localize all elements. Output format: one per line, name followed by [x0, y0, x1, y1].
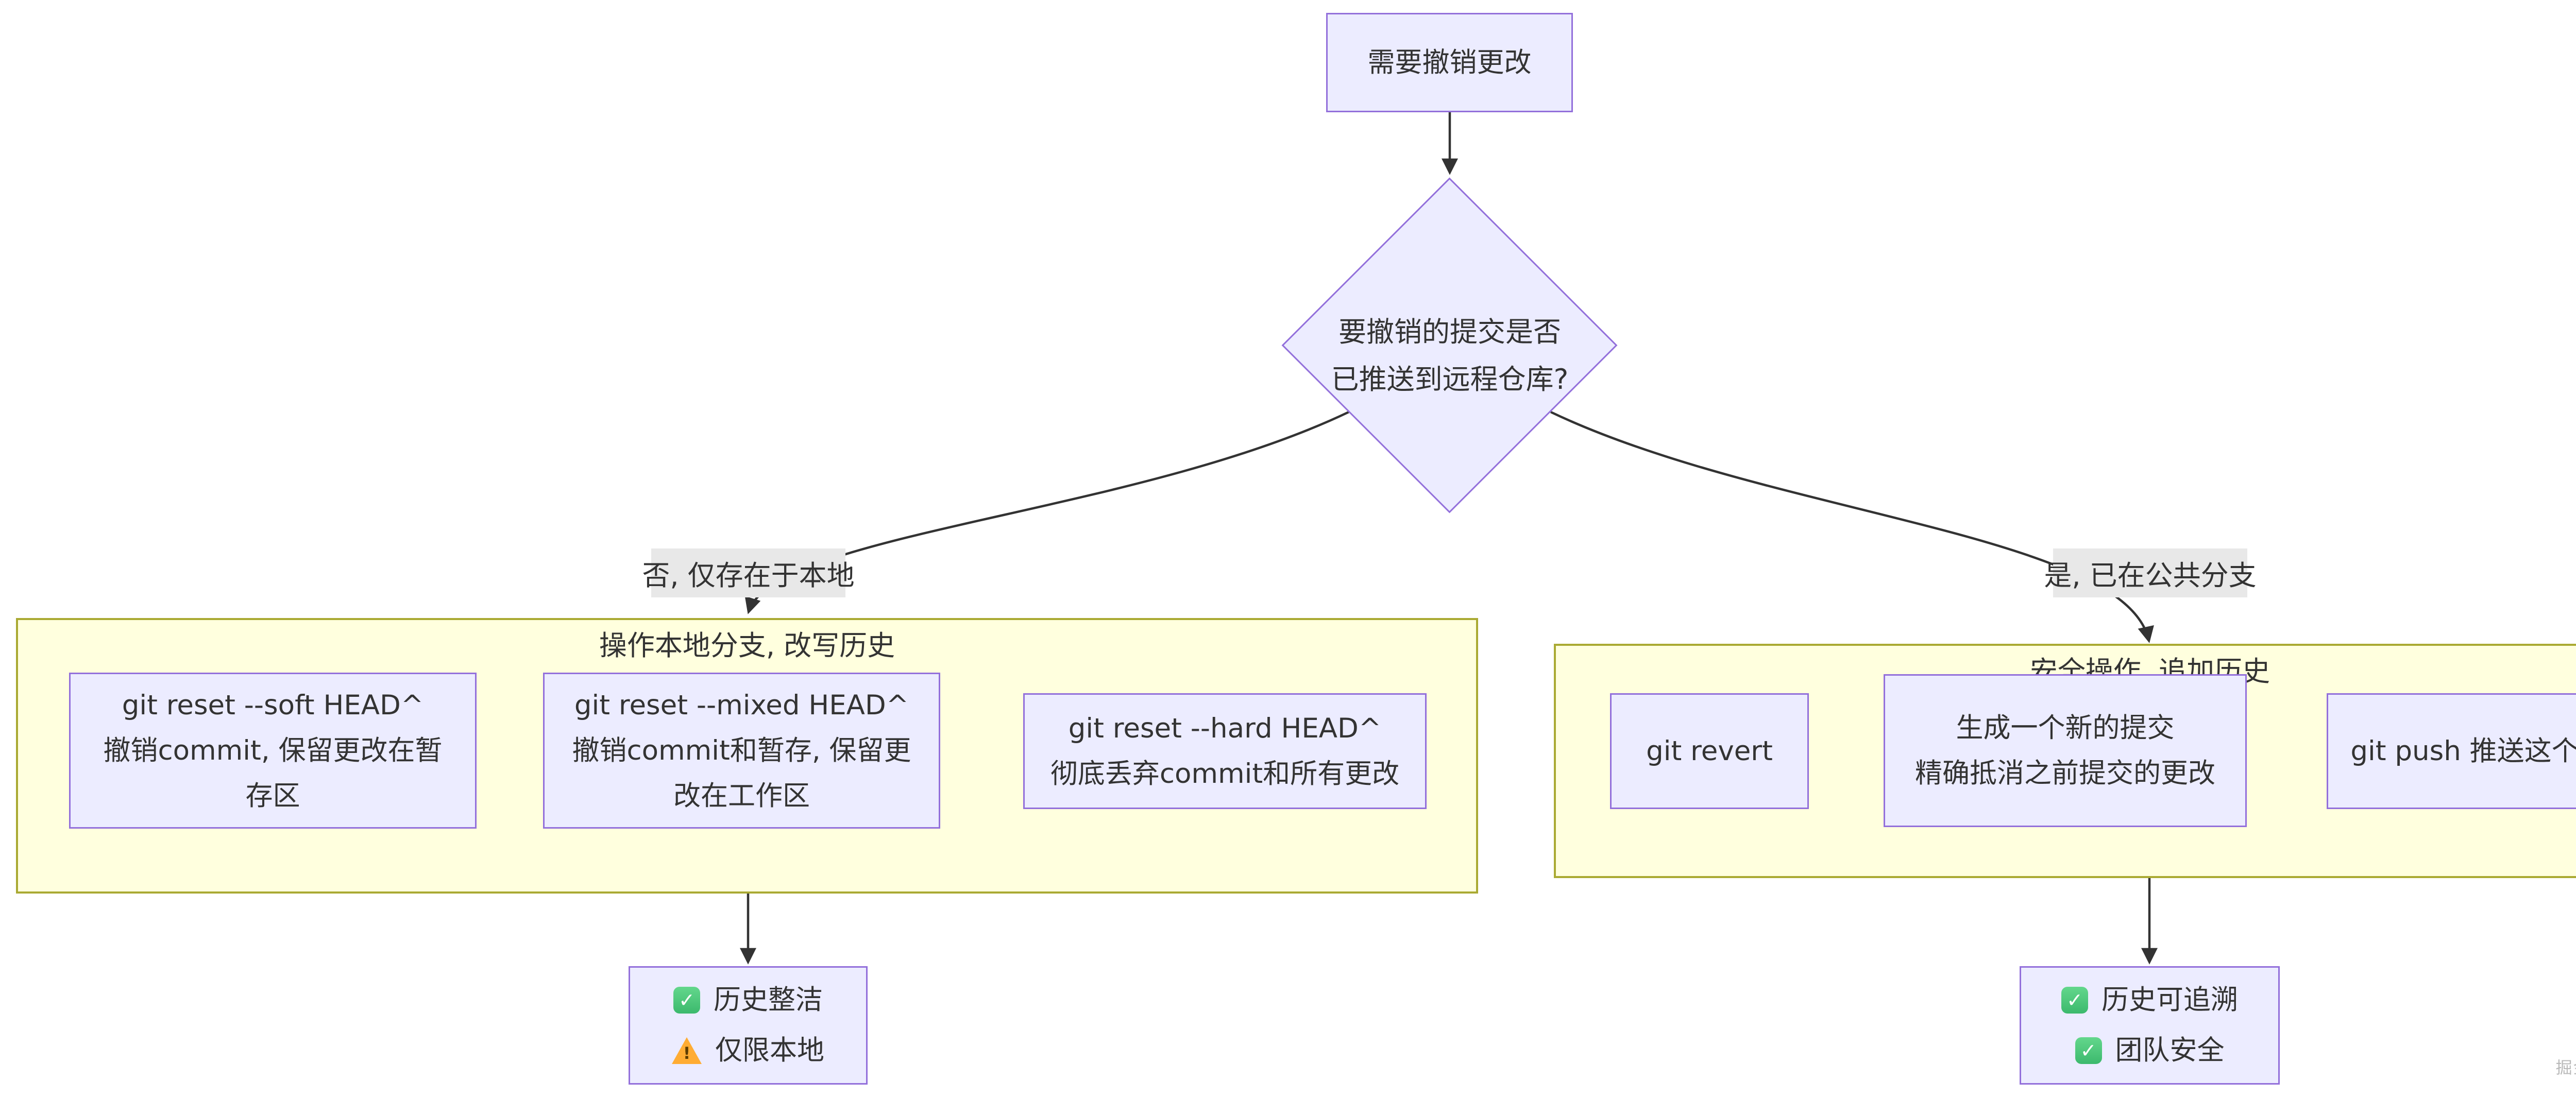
node-reset-hard-command: git reset --hard HEAD^	[1068, 712, 1382, 744]
edge-decision-to-remote-subgraph	[1550, 410, 2154, 643]
local-result-row-1: ✓ 历史整洁	[673, 975, 823, 1025]
subgraph-local-title: 操作本地分支, 改写历史	[599, 629, 895, 662]
remote-result-row-1: ✓ 历史可追溯	[2061, 975, 2238, 1025]
subgraph-local-branch: 操作本地分支, 改写历史 git reset --soft HEAD^ 撤销co…	[16, 618, 1478, 894]
watermark: 掘金技术社区 @ 会豪	[2555, 1058, 2576, 1077]
local-result-text-1: 历史整洁	[714, 984, 823, 1016]
node-local-result: ✓ 历史整洁 ! 仅限本地	[629, 966, 868, 1085]
node-remote-result: ✓ 历史可追溯 ✓ 团队安全	[2020, 966, 2280, 1085]
node-git-revert-command: git revert	[1646, 735, 1773, 767]
node-git-push-command: git push 推送这个新提交	[2350, 735, 2576, 767]
node-reset-hard: git reset --hard HEAD^ 彻底丢弃commit和所有更改	[1023, 693, 1427, 809]
decision-text-line2: 已推送到远程仓库?	[1331, 363, 1569, 396]
node-start: 需要撤销更改	[1326, 13, 1573, 112]
node-git-revert: git revert	[1610, 693, 1809, 809]
local-result-text-2: 仅限本地	[715, 1035, 824, 1066]
node-reset-hard-desc1: 彻底丢弃commit和所有更改	[1050, 758, 1400, 790]
remote-result-text-1: 历史可追溯	[2102, 984, 2238, 1016]
node-start-label: 需要撤销更改	[1367, 46, 1532, 78]
node-reset-mixed-desc1: 撤销commit和暂存, 保留更	[572, 734, 911, 766]
node-new-commit: 生成一个新的提交 精确抵消之前提交的更改	[1884, 674, 2247, 827]
warning-emoji-icon: !	[672, 1037, 702, 1064]
edge-label-yes: 是, 已在公共分支	[2044, 548, 2257, 597]
node-new-commit-line1: 生成一个新的提交	[1956, 712, 2175, 744]
node-git-push: git push 推送这个新提交	[2327, 693, 2576, 809]
check-emoji-icon: ✓	[2061, 987, 2088, 1014]
node-reset-mixed: git reset --mixed HEAD^ 撤销commit和暂存, 保留更…	[543, 673, 940, 829]
node-reset-soft-desc1: 撤销commit, 保留更改在暂	[103, 734, 443, 766]
node-new-commit-line2: 精确抵消之前提交的更改	[1915, 757, 2215, 789]
subgraph-remote-safe: 安全操作, 追加历史 git revert 生成一个新的提交 精确抵消之前提交的…	[1554, 644, 2576, 878]
local-result-row-2: ! 仅限本地	[672, 1025, 824, 1076]
node-decision: 要撤销的提交是否 已推送到远程仓库?	[1269, 307, 1630, 405]
node-reset-mixed-desc2: 改在工作区	[673, 780, 810, 812]
edge-label-no: 否, 仅存在于本地	[642, 548, 855, 597]
remote-result-text-2: 团队安全	[2115, 1035, 2225, 1066]
node-reset-soft-command: git reset --soft HEAD^	[122, 689, 424, 721]
remote-result-row-2: ✓ 团队安全	[2075, 1025, 2225, 1076]
check-emoji-icon: ✓	[673, 987, 700, 1014]
node-reset-mixed-command: git reset --mixed HEAD^	[574, 689, 909, 721]
decision-text-line1: 要撤销的提交是否	[1338, 316, 1561, 348]
node-reset-soft: git reset --soft HEAD^ 撤销commit, 保留更改在暂 …	[69, 673, 477, 829]
node-reset-soft-desc2: 存区	[245, 780, 300, 812]
check-emoji-icon: ✓	[2075, 1037, 2102, 1064]
